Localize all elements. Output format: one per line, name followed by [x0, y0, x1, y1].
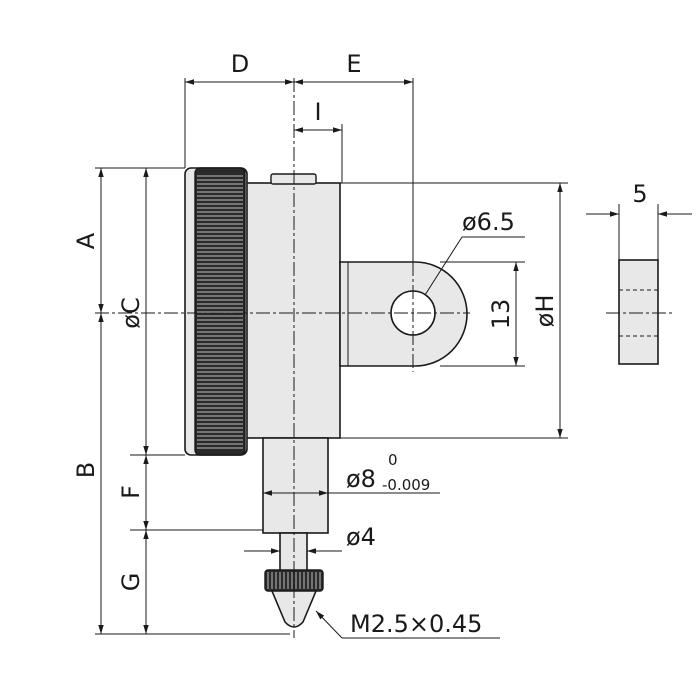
lug-section-view: [606, 259, 672, 365]
label-b: B: [72, 462, 100, 478]
label-d: D: [231, 50, 249, 78]
label-i: I: [314, 98, 321, 126]
label-spindle-diameter: ø4: [346, 523, 376, 551]
dimension-lines: [98, 79, 692, 639]
lug-section: [618, 259, 659, 365]
label-h: øH: [531, 295, 559, 328]
label-lug-thickness: 5: [632, 180, 647, 208]
contact-knurl-texture: [267, 572, 321, 589]
case-body: [244, 182, 341, 439]
dimension-labels: D E I A B øC F G øH 13 ø6.5 5 ø8 0 -0.00…: [72, 50, 648, 638]
label-a: A: [72, 232, 100, 249]
label-lug-hole: ø6.5: [462, 208, 515, 236]
label-stem-diameter: ø8: [346, 465, 376, 493]
label-thread: M2.5×0.45: [350, 610, 482, 638]
stem: [262, 437, 329, 534]
label-stem-tol-upper: 0: [388, 451, 398, 469]
label-e: E: [346, 50, 361, 78]
label-lug-height: 13: [487, 299, 515, 330]
label-c: øC: [117, 297, 145, 328]
label-stem-tol-lower: -0.009: [382, 476, 430, 494]
knurl-texture: [197, 175, 243, 449]
center-lines: [95, 78, 470, 638]
indicator-body-side-view: [184, 167, 468, 628]
label-f: F: [117, 485, 145, 499]
label-g: G: [117, 573, 145, 592]
